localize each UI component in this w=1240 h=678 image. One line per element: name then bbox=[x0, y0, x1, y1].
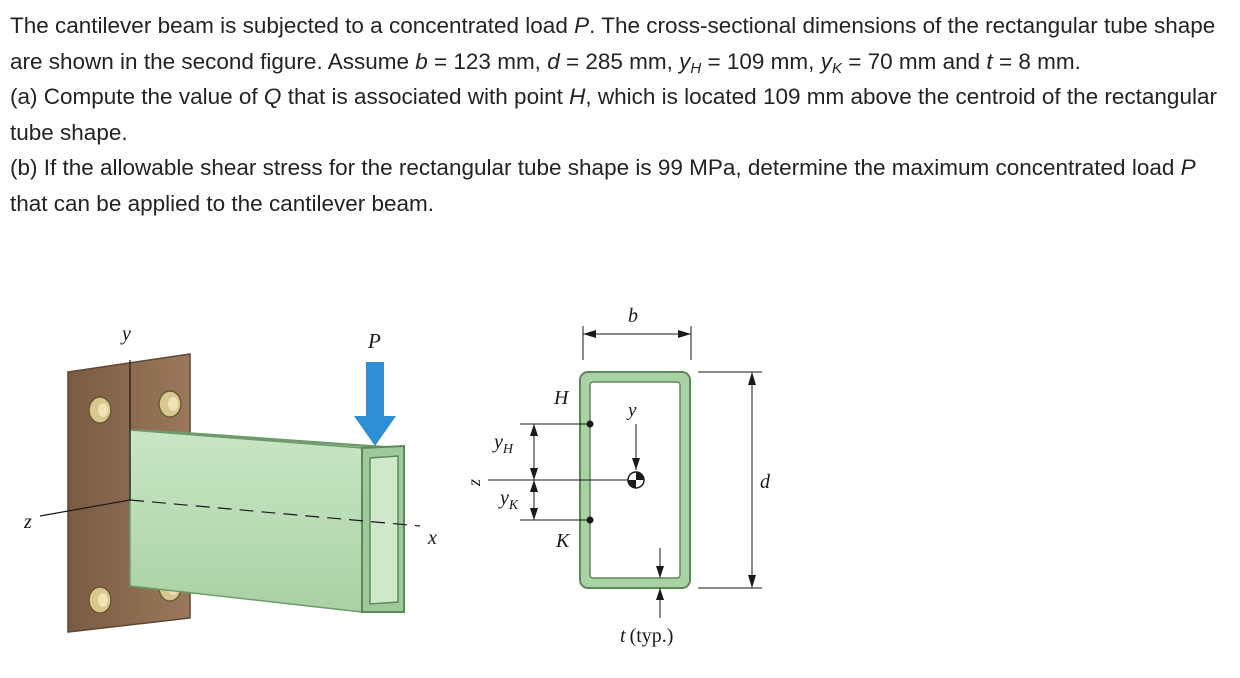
var-t: t bbox=[986, 48, 993, 74]
part-b-pre: (b) If the allowable shear stress for th… bbox=[10, 155, 1175, 180]
part-a-post: , which is located 109 mm above the cent… bbox=[10, 84, 1217, 145]
var-Q: Q bbox=[263, 84, 282, 109]
var-P-b: P bbox=[1180, 155, 1196, 180]
label-t-typ: t(typ.) bbox=[620, 625, 673, 647]
label-H: H bbox=[553, 387, 570, 409]
label-d: d bbox=[760, 471, 771, 493]
problem-intro: The cantilever beam is subjected to a co… bbox=[10, 8, 1230, 79]
intro-rest: . The cross-sectional dimensions of the … bbox=[10, 13, 1216, 74]
centroid-icon bbox=[627, 471, 645, 489]
var-yK-sub: K bbox=[831, 59, 842, 77]
fig1-label-z: z bbox=[23, 511, 32, 533]
cross-section-figure: b H K y z yH yK bbox=[464, 305, 771, 647]
var-d: d bbox=[547, 48, 560, 74]
label-z-section: z bbox=[464, 479, 484, 487]
label-yK-sub: K bbox=[508, 498, 519, 513]
load-arrow-icon bbox=[354, 362, 396, 446]
var-yH-sub: H bbox=[690, 59, 702, 77]
z-axis-line bbox=[39, 499, 131, 517]
part-b-post: that can be applied to the cantilever be… bbox=[10, 190, 435, 216]
beam-end-opening bbox=[369, 455, 399, 605]
yK-value: = 70 mm and bbox=[841, 48, 981, 74]
label-yH-main: y bbox=[492, 431, 503, 453]
problem-statement: The cantilever beam is subjected to a co… bbox=[10, 8, 1230, 221]
part-b: (b) If the allowable shear stress for th… bbox=[10, 150, 1230, 221]
x-axis-line bbox=[129, 499, 421, 527]
label-yH: yH bbox=[492, 431, 514, 457]
bolt-icon bbox=[88, 586, 112, 614]
intro-text: The cantilever beam is subjected to a co… bbox=[10, 13, 568, 38]
label-yK-main: y bbox=[498, 487, 509, 509]
label-y-section: y bbox=[626, 400, 637, 421]
label-K: K bbox=[555, 530, 571, 552]
var-b: b bbox=[415, 48, 428, 74]
beam-front-face bbox=[129, 429, 363, 613]
var-yK: y bbox=[820, 48, 832, 74]
bolt-icon bbox=[88, 396, 112, 424]
label-yH-sub: H bbox=[502, 442, 514, 457]
label-b: b bbox=[628, 305, 638, 327]
part-a: (a) Compute the value of Q that is assoc… bbox=[10, 79, 1230, 150]
part-a-pre: (a) Compute the value of bbox=[10, 84, 258, 109]
t-value: = 8 mm. bbox=[992, 48, 1081, 74]
label-typ: (typ.) bbox=[630, 625, 674, 647]
var-yH: y bbox=[679, 48, 691, 74]
fig1-label-x: x bbox=[427, 527, 437, 549]
fig1-label-y: y bbox=[120, 323, 131, 345]
b-value: = 123 mm, bbox=[427, 48, 541, 74]
var-H: H bbox=[569, 84, 586, 109]
label-yK: yK bbox=[498, 487, 519, 513]
label-t: t bbox=[620, 625, 626, 647]
bolt-icon bbox=[158, 390, 182, 418]
part-a-mid: that is associated with point bbox=[287, 84, 563, 109]
yH-value: = 109 mm, bbox=[701, 48, 815, 74]
d-value: = 285 mm, bbox=[559, 48, 673, 74]
fig1-label-P: P bbox=[367, 329, 381, 353]
var-P: P bbox=[574, 13, 590, 38]
